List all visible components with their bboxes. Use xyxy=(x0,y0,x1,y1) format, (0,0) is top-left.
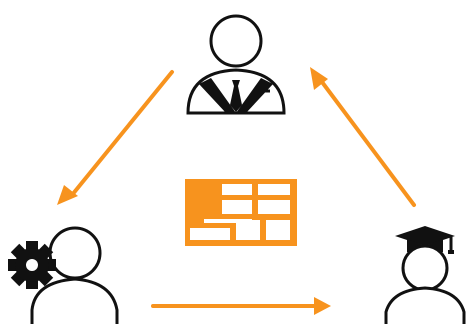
arrow-graduate-to-businessman xyxy=(310,67,416,207)
person-with-gear-icon xyxy=(8,226,119,324)
gear-icon xyxy=(8,241,56,289)
arrow-businessman-to-engineer xyxy=(57,70,174,205)
businessman-icon xyxy=(186,14,286,115)
arrow-engineer-to-graduate xyxy=(151,297,331,315)
graduate-icon xyxy=(384,226,466,324)
form-table-document-icon xyxy=(185,179,297,246)
